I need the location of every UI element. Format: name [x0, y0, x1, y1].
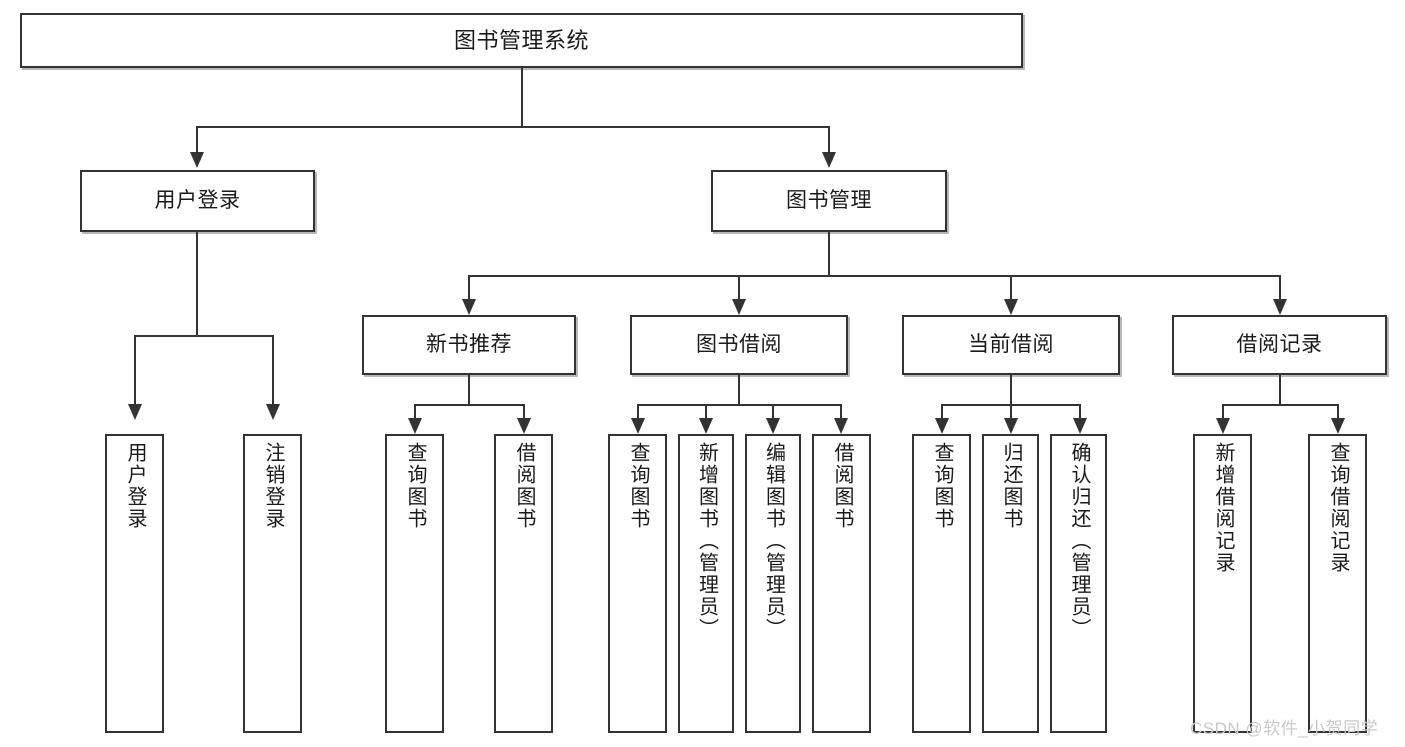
connector-drop-leaf-current-borrow-1 — [1010, 404, 1012, 420]
leaf-book-borrow-3[interactable]: 借阅图书 — [812, 434, 871, 733]
connector-current-borrow-stem — [1010, 375, 1012, 405]
node-label: 用户登录 — [124, 442, 146, 530]
connector-drop-current-borrow — [1010, 275, 1012, 300]
connector-drop-leaf-current-borrow-2 — [1079, 404, 1081, 420]
arrow-leaf-book-borrow-3 — [834, 418, 848, 434]
arrow-leaf-book-borrow-0 — [631, 418, 645, 434]
node-label: 查询借阅记录 — [1327, 442, 1349, 574]
node-current-borrow[interactable]: 当前借阅 — [902, 315, 1120, 375]
leaf-user-login-0[interactable]: 用户登录 — [105, 434, 164, 733]
arrow-borrow-record — [1273, 299, 1287, 315]
node-book-borrow[interactable]: 图书借阅 — [630, 315, 848, 375]
node-label: 新增借阅记录 — [1212, 442, 1234, 574]
leaf-user-login-1[interactable]: 注销登录 — [243, 434, 302, 733]
node-label: 图书管理 — [786, 188, 872, 212]
arrow-leaf-current-borrow-0 — [935, 418, 949, 434]
connector-drop-leaf-borrow-record-0 — [1222, 404, 1224, 420]
arrow-leaf-user-login-1 — [266, 404, 280, 420]
arrow-book-manage — [822, 152, 836, 168]
node-root-system[interactable]: 图书管理系统 — [20, 13, 1023, 68]
connector-drop-leaf-user-login-0 — [134, 335, 136, 405]
connector-new-book-bus — [414, 404, 524, 406]
connector-user-login-bus — [134, 335, 274, 337]
node-label: 归还图书 — [1000, 442, 1022, 530]
connector-book-borrow-bus — [637, 404, 842, 406]
node-label: 借阅图书 — [831, 442, 853, 530]
leaf-borrow-record-1[interactable]: 查询借阅记录 — [1308, 434, 1367, 733]
node-label: 图书管理系统 — [453, 27, 589, 53]
node-label: 注销登录 — [262, 442, 284, 530]
node-label: 借阅图书 — [513, 442, 535, 530]
node-label: 当前借阅 — [968, 332, 1054, 356]
node-label: 新书推荐 — [426, 332, 512, 356]
connector-drop-new-book — [468, 275, 470, 300]
connector-drop-book-borrow — [738, 275, 740, 300]
node-label: 查询图书 — [931, 442, 953, 530]
connector-borrow-record-bus — [1222, 404, 1338, 406]
node-book-management[interactable]: 图书管理 — [711, 170, 947, 232]
leaf-new-book-0[interactable]: 查询图书 — [385, 434, 444, 733]
connector-drop-leaf-current-borrow-0 — [941, 404, 943, 420]
connector-drop-leaf-book-borrow-1 — [705, 404, 707, 420]
connector-level1-bus — [196, 126, 830, 128]
leaf-borrow-record-0[interactable]: 新增借阅记录 — [1193, 434, 1252, 733]
connector-user-login-stem — [196, 232, 198, 336]
leaf-book-borrow-0[interactable]: 查询图书 — [608, 434, 667, 733]
arrow-user-login — [190, 152, 204, 168]
node-label: 用户登录 — [154, 188, 241, 212]
connector-drop-user-login — [196, 126, 198, 153]
connector-drop-leaf-borrow-record-1 — [1337, 404, 1339, 420]
arrow-leaf-book-borrow-2 — [766, 418, 780, 434]
node-label: 确认归还（管理员） — [1068, 442, 1090, 640]
arrow-leaf-current-borrow-2 — [1073, 418, 1087, 434]
node-label: 编辑图书（管理员） — [762, 442, 785, 640]
node-label: 查询图书 — [404, 442, 426, 530]
arrow-leaf-borrow-record-0 — [1216, 418, 1230, 434]
arrow-leaf-new-book-0 — [408, 418, 422, 434]
node-label: 借阅记录 — [1236, 332, 1323, 356]
leaf-current-borrow-0[interactable]: 查询图书 — [912, 434, 971, 733]
connector-book-manage-stem — [828, 232, 830, 276]
connector-borrow-record-stem — [1279, 375, 1281, 405]
connector-drop-leaf-user-login-1 — [272, 335, 274, 405]
arrow-leaf-borrow-record-1 — [1331, 418, 1345, 434]
csdn-watermark: CSDN @软件_小贺同学 — [1190, 719, 1379, 738]
node-label: 查询图书 — [627, 442, 649, 530]
leaf-current-borrow-2[interactable]: 确认归还（管理员） — [1050, 434, 1107, 733]
connector-drop-borrow-record — [1279, 275, 1281, 300]
arrow-leaf-current-borrow-1 — [1004, 418, 1018, 434]
node-label: 图书借阅 — [696, 332, 782, 356]
node-label: 新增图书（管理员） — [695, 442, 718, 640]
leaf-current-borrow-1[interactable]: 归还图书 — [982, 434, 1039, 733]
connector-root-stem — [521, 68, 523, 127]
arrow-book-borrow — [732, 299, 746, 315]
connector-drop-leaf-book-borrow-0 — [637, 404, 639, 420]
connector-drop-leaf-book-borrow-2 — [772, 404, 774, 420]
leaf-new-book-1[interactable]: 借阅图书 — [494, 434, 553, 733]
arrow-leaf-user-login-0 — [128, 404, 142, 420]
arrow-new-book — [462, 299, 476, 315]
connector-drop-leaf-book-borrow-3 — [840, 404, 842, 420]
node-user-login[interactable]: 用户登录 — [80, 170, 315, 232]
leaf-book-borrow-1[interactable]: 新增图书（管理员） — [678, 434, 734, 733]
connector-drop-leaf-new-book-1 — [523, 404, 525, 420]
node-borrow-record[interactable]: 借阅记录 — [1172, 315, 1387, 375]
arrow-leaf-book-borrow-1 — [699, 418, 713, 434]
node-new-book-recommend[interactable]: 新书推荐 — [362, 315, 576, 375]
connector-drop-book-manage — [828, 126, 830, 153]
connector-drop-leaf-new-book-0 — [414, 404, 416, 420]
connector-book-borrow-stem — [738, 375, 740, 405]
leaf-book-borrow-2[interactable]: 编辑图书（管理员） — [745, 434, 801, 733]
connector-level2-bus — [468, 275, 1281, 277]
arrow-current-borrow — [1004, 299, 1018, 315]
arrow-leaf-new-book-1 — [517, 418, 531, 434]
connector-new-book-stem — [468, 375, 470, 405]
